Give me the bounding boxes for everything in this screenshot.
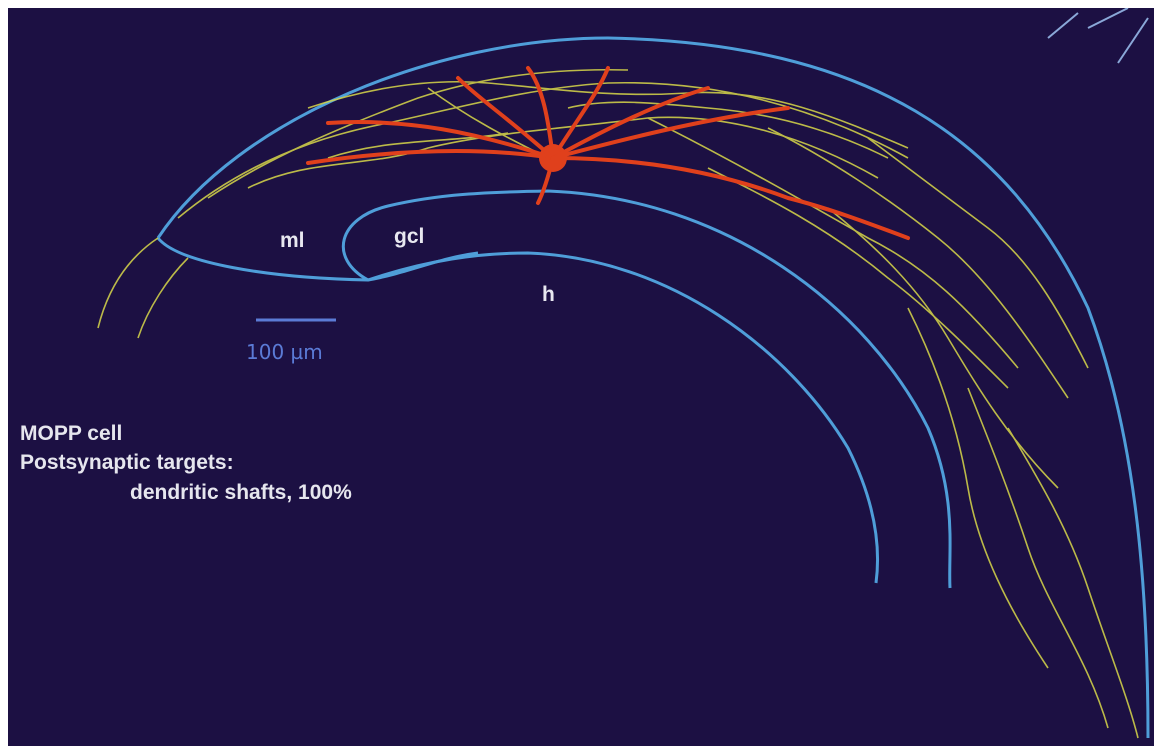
layer-label-gcl: gcl [394, 225, 425, 248]
caption-targets-value: dendritic shafts, 100% [130, 481, 352, 504]
ml-lower-boundary [156, 237, 479, 282]
gcl-lower-boundary [367, 251, 880, 584]
neuron-reconstruction [97, 8, 1150, 739]
dendritic-tree [306, 66, 910, 240]
scale-bar-label: 100 µm [246, 340, 323, 364]
micrograph-panel: ml gcl h 100 µm MOPP cell Postsynaptic t… [8, 8, 1154, 746]
gcl-upper-boundary [341, 189, 952, 589]
top-right-fragment [1047, 8, 1149, 64]
caption-targets-heading: Postsynaptic targets: [20, 451, 234, 474]
layer-label-h: h [542, 283, 555, 306]
caption-cell-type: MOPP cell [20, 422, 123, 445]
outer-molecular-boundary [156, 36, 1150, 739]
axonal-arbor [97, 68, 1139, 739]
layer-label-ml: ml [280, 229, 305, 252]
